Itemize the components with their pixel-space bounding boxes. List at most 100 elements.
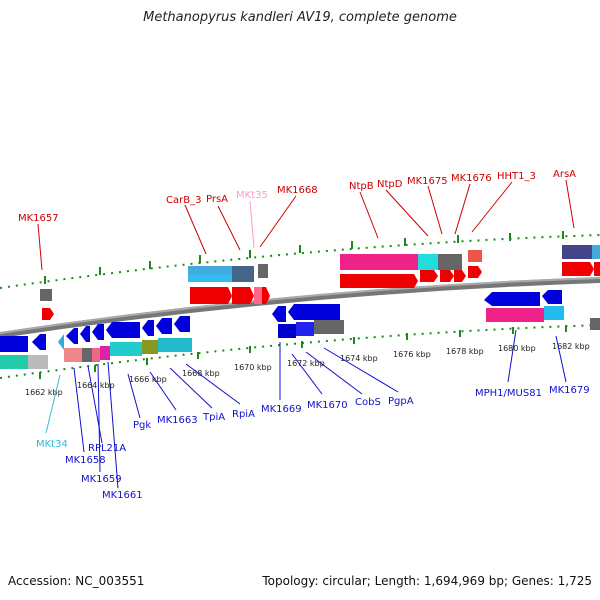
kbp-tick-labels: 1662 kbp 1664 kbp 1666 kbp 1668 kbp 1670…	[25, 342, 590, 397]
gene-block	[232, 266, 254, 282]
kbp-major-ticks	[39, 325, 567, 379]
gene-label: TpiA	[202, 412, 225, 423]
gene-block	[188, 274, 254, 282]
gene-label: CarB_3	[166, 195, 201, 206]
gene-block	[100, 346, 110, 360]
gene-block	[28, 355, 48, 369]
gene-arrow	[262, 287, 270, 304]
genome-summary-text: Topology: circular; Length: 1,694,969 bp…	[262, 574, 592, 588]
gene-arrow	[58, 334, 64, 350]
gene-label: MK1676	[451, 173, 492, 184]
gene-arrow	[340, 274, 418, 288]
kbp-label: 1682 kbp	[552, 342, 590, 351]
reverse-label-leaders	[45, 329, 567, 489]
gene-arrow	[42, 308, 54, 320]
gene-arrow	[66, 328, 78, 344]
gene-label: PrsA	[206, 194, 228, 205]
gene-label: MK1675	[407, 176, 448, 187]
gene-label: MK1669	[261, 404, 302, 415]
gene-label: MK1679	[549, 385, 590, 396]
forward-genes	[40, 245, 600, 320]
gene-label: MK1663	[157, 415, 198, 426]
gene-label: Pgk	[133, 420, 151, 431]
gene-arrow	[174, 316, 190, 332]
gene-arrow	[156, 318, 172, 334]
kbp-label: 1678 kbp	[446, 347, 484, 356]
kbp-label: 1680 kbp	[498, 344, 536, 353]
gene-arrow	[468, 266, 482, 278]
gene-block	[314, 320, 344, 334]
gene-arrow	[484, 292, 540, 306]
gene-arrow	[80, 326, 90, 342]
gene-label: CobS	[355, 397, 381, 408]
gene-block	[110, 342, 142, 356]
reverse-genes	[0, 290, 600, 369]
gene-label: MK1670	[307, 400, 348, 411]
accession-text: Accession: NC_003551	[8, 574, 145, 588]
gene-block	[544, 306, 564, 320]
gene-label: ArsA	[553, 169, 576, 180]
gene-arrow	[420, 270, 438, 282]
gene-label: RpiA	[232, 409, 255, 420]
gene-arrow	[272, 306, 286, 322]
gene-block	[468, 250, 482, 262]
forward-track-scale	[0, 234, 600, 289]
gene-block	[562, 245, 592, 259]
gene-block	[82, 348, 92, 362]
forward-label-leaders	[37, 179, 575, 271]
gene-label: MK1661	[102, 490, 143, 501]
gene-label: NtpD	[377, 179, 403, 190]
kbp-label: 1668 kbp	[182, 369, 220, 378]
forward-major-ticks	[44, 231, 564, 284]
gene-block	[158, 338, 192, 352]
kbp-label: 1672 kbp	[287, 359, 325, 368]
gene-block	[278, 324, 296, 338]
gene-label: MKt34	[36, 439, 68, 450]
reverse-gene-labels: MKt34 MK1658 RPL21A MK1659 MK1661 Pgk MK…	[36, 385, 590, 501]
gene-block	[296, 322, 314, 336]
gene-block	[142, 340, 158, 354]
gene-arrow	[288, 304, 340, 320]
kbp-label: 1662 kbp	[25, 388, 63, 397]
gene-block	[438, 254, 462, 270]
genome-backbone	[0, 277, 600, 338]
gene-label: HHT1_3	[497, 171, 536, 182]
gene-label: PgpA	[388, 396, 414, 407]
gene-block	[418, 254, 438, 270]
gene-label: MPH1/MUS81	[475, 388, 542, 399]
gene-block	[188, 266, 254, 274]
kbp-label: 1676 kbp	[393, 350, 431, 359]
gene-block	[40, 289, 52, 301]
gene-arrow	[32, 334, 46, 350]
gene-arrow	[542, 290, 562, 304]
gene-block	[486, 308, 544, 322]
gene-arrow	[232, 287, 254, 304]
gene-block	[590, 318, 600, 330]
gene-arrow	[92, 324, 104, 340]
gene-block	[258, 264, 268, 278]
gene-label: MK1668	[277, 185, 318, 196]
gene-label: MKt35	[236, 190, 268, 201]
gene-arrow	[190, 287, 232, 304]
gene-label: MK1659	[81, 474, 122, 485]
gene-arrow	[440, 270, 454, 282]
genome-title: Methanopyrus kandleri AV19, complete gen…	[143, 10, 457, 25]
gene-block	[340, 254, 418, 270]
forward-gene-labels: MK1657 CarB_3 PrsA MKt35 MK1668 NtpB Ntp…	[18, 169, 576, 224]
gene-block	[92, 348, 100, 362]
gene-block	[0, 355, 28, 369]
gene-label: MK1657	[18, 213, 59, 224]
kbp-label: 1664 kbp	[77, 381, 115, 390]
gene-block	[594, 262, 600, 276]
gene-arrow	[454, 270, 466, 282]
kbp-label: 1670 kbp	[234, 363, 272, 372]
gene-arrow	[0, 336, 28, 352]
kbp-label: 1666 kbp	[129, 375, 167, 384]
gene-label: NtpB	[349, 181, 374, 192]
kbp-label: 1674 kbp	[340, 354, 378, 363]
gene-label: MK1658	[65, 455, 106, 466]
gene-label: RPL21A	[88, 443, 126, 454]
gene-arrow	[562, 262, 594, 276]
gene-block	[592, 245, 600, 259]
